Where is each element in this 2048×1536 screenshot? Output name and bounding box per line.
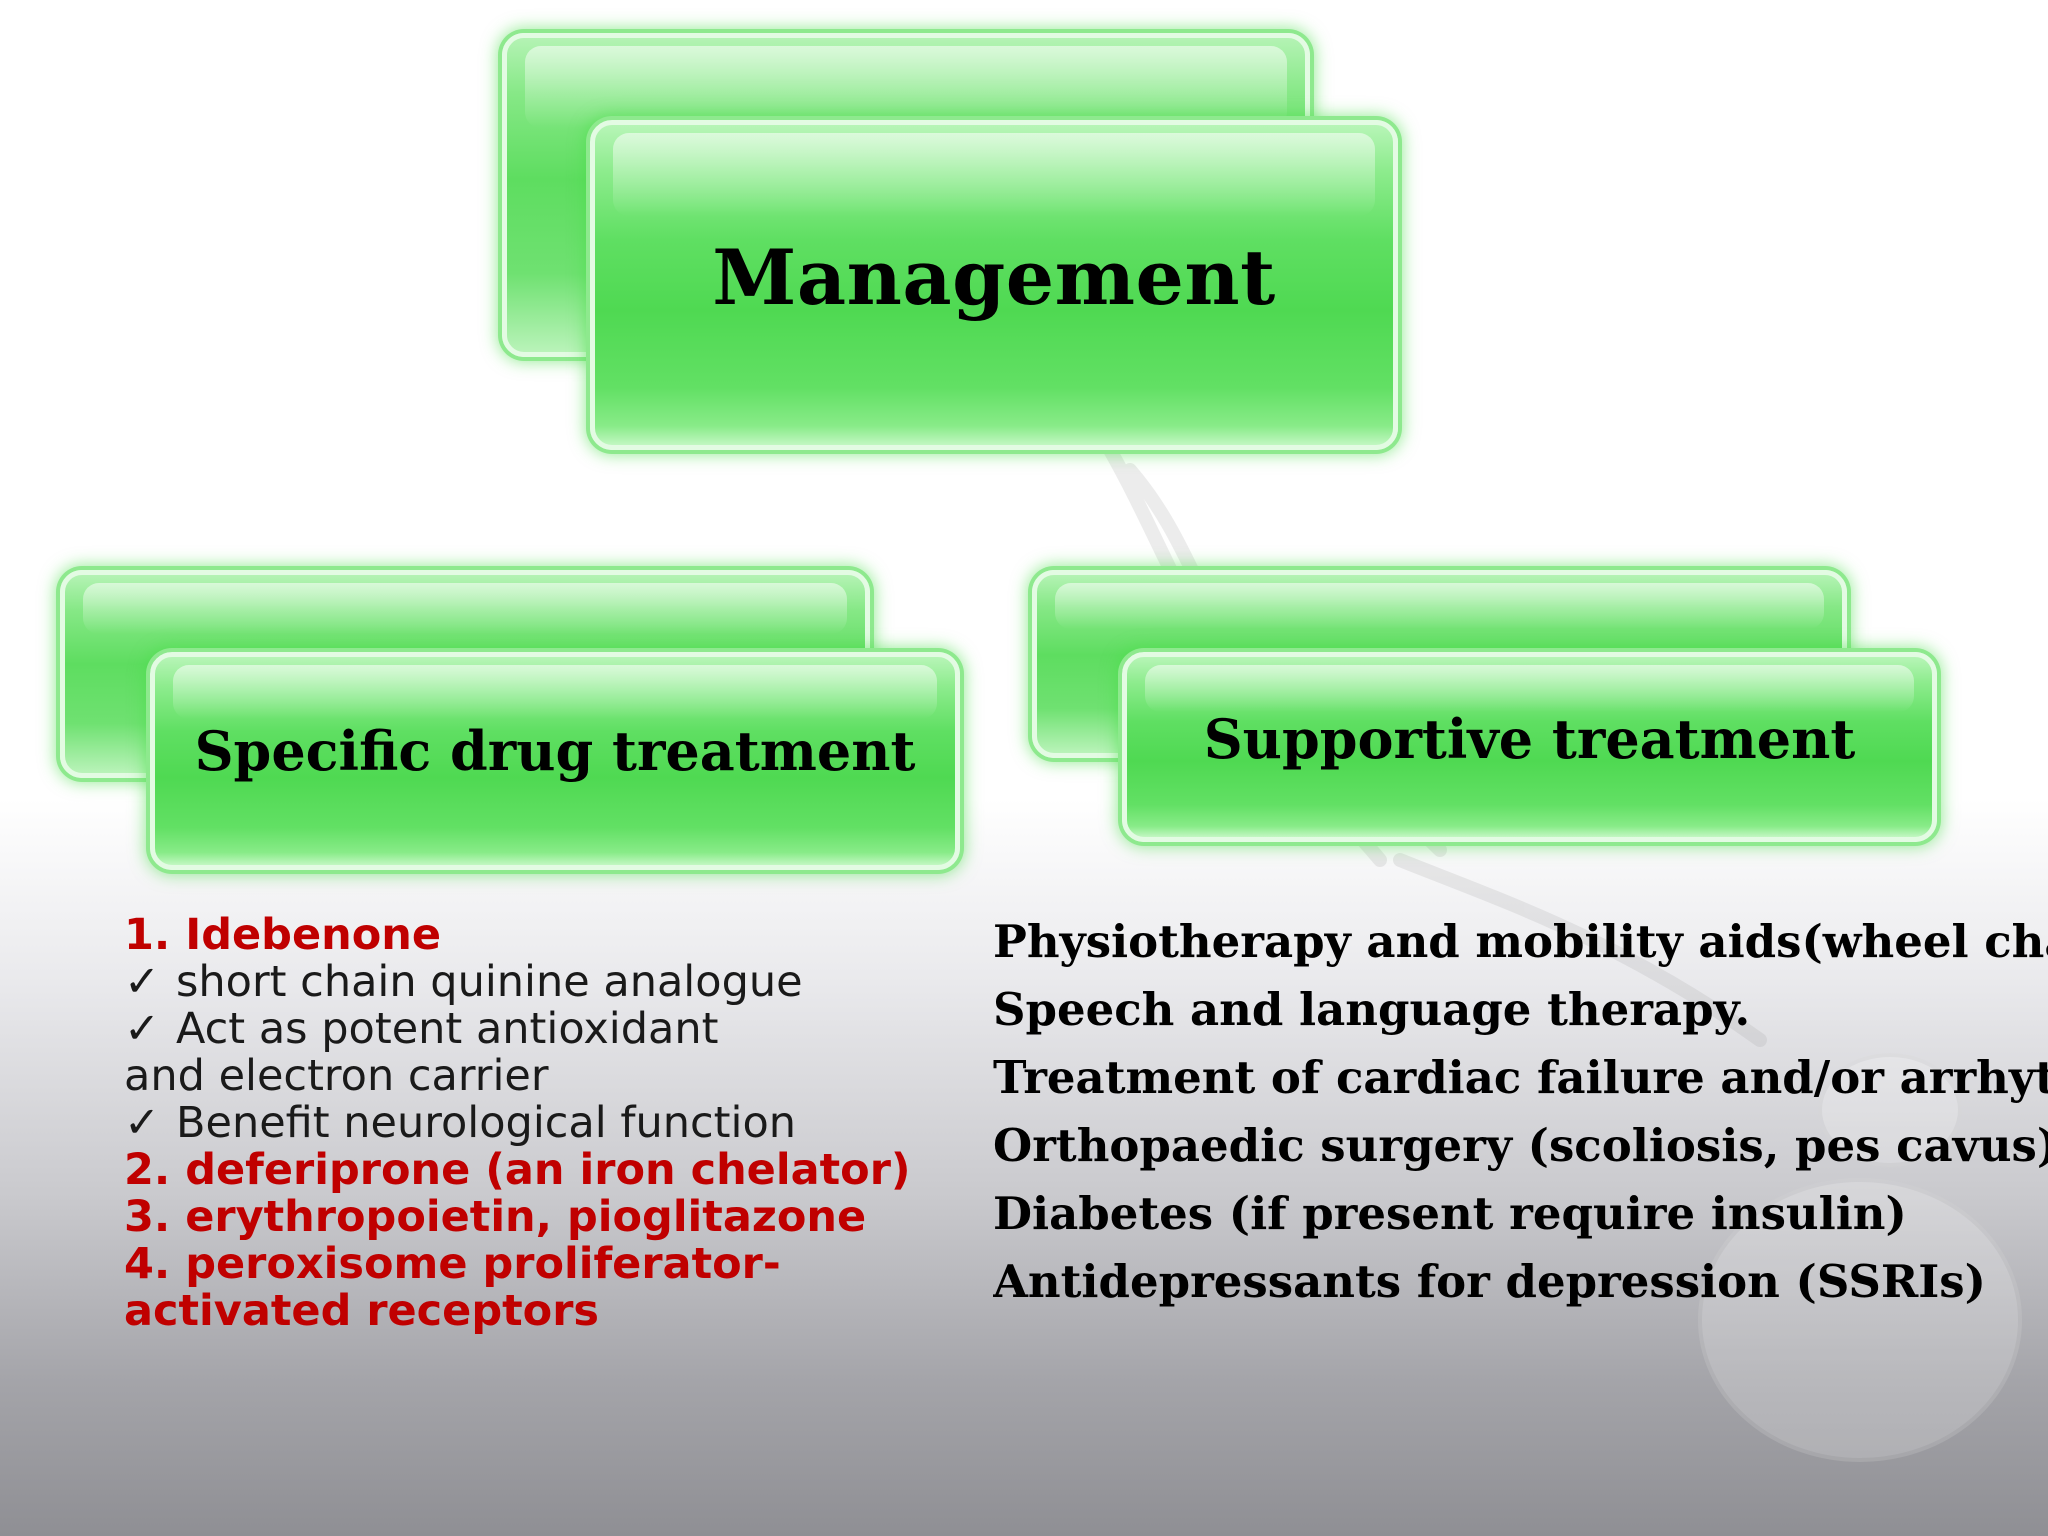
supportive-item: Speech and language therapy. (993, 983, 1751, 1036)
drug-subitem-continued: and electron carrier (124, 1051, 549, 1101)
drug-item-peroxisome: 4. peroxisome proliferator- (124, 1239, 781, 1289)
supportive-item: Diabetes (if present require insulin) (993, 1187, 1907, 1240)
check-icon: ✓ (124, 957, 161, 1007)
supportive-title: Supportive treatment (1203, 707, 1856, 771)
supportive-box: Supportive treatment (1122, 652, 1937, 842)
drug-subitem-text: short chain quinine analogue (176, 957, 803, 1007)
drug-item-peroxisome-continued: activated receptors (124, 1286, 600, 1336)
supportive-item: Treatment of cardiac failure and/or arrh… (993, 1051, 2048, 1104)
drug-item-erythropoietin: 3. erythropoietin, pioglitazone (124, 1192, 867, 1242)
supportive-item: Orthopaedic surgery (scoliosis, pes cavu… (993, 1119, 2048, 1172)
drug-subitem-text: Act as potent antioxidant (176, 1004, 719, 1054)
drug-subitem: ✓ Benefit neurological function (124, 1100, 944, 1147)
check-icon: ✓ (124, 1004, 161, 1054)
drug-item-deferiprone: 2. deferiprone (an iron chelator) (124, 1145, 911, 1195)
specific-drug-box: Specific drug treatment (150, 652, 960, 870)
drug-subitem: ✓ Act as potent antioxidant (124, 1006, 944, 1053)
specific-drug-title: Specific drug treatment (194, 719, 916, 783)
management-box: Management (590, 120, 1398, 450)
drug-subitem-text: Benefit neurological function (176, 1098, 797, 1148)
specific-drug-list: 1. Idebenone ✓ short chain quinine analog… (124, 912, 944, 1335)
supportive-item: Antidepressants for depression (SSRIs) (993, 1255, 1986, 1308)
drug-subitem: ✓ short chain quinine analogue (124, 959, 944, 1006)
drug-item-idebenone: 1. Idebenone (124, 910, 442, 960)
management-title: Management (712, 233, 1276, 322)
supportive-item: Physiotherapy and mobility aids(wheel ch… (993, 915, 2048, 968)
supportive-list: Physiotherapy and mobility aids(wheel ch… (993, 908, 2048, 1316)
check-icon: ✓ (124, 1098, 161, 1148)
